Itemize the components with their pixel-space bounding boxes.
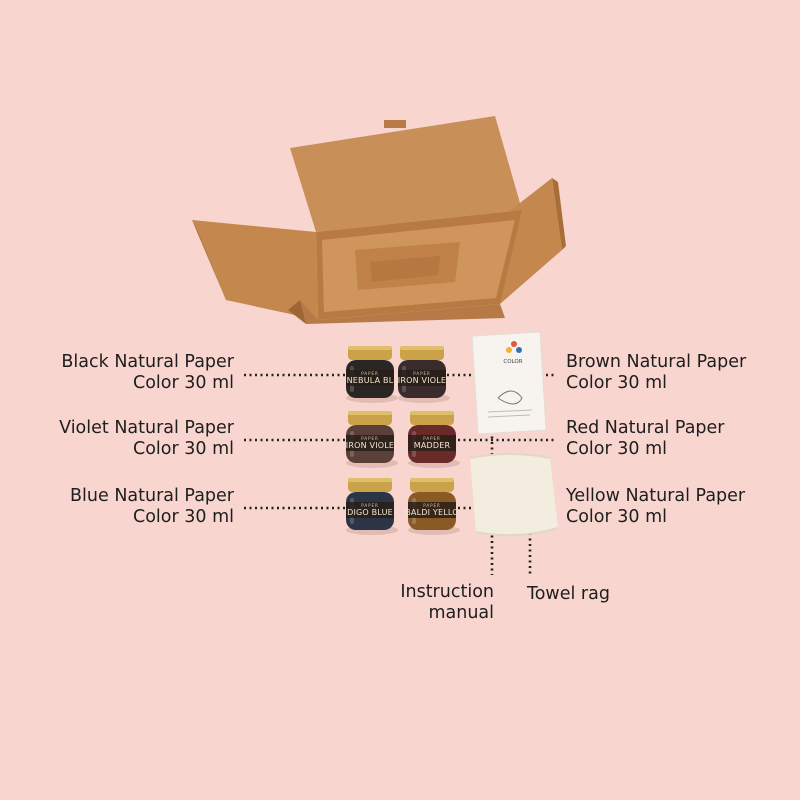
cardboard-box bbox=[192, 116, 566, 324]
jar-label-text: DIGO BLUE bbox=[347, 508, 393, 517]
label-violet-line1: Violet Natural Paper bbox=[59, 418, 234, 438]
label-manual-line2: manual bbox=[428, 603, 494, 623]
label-brown-line2: Color 30 ml bbox=[566, 373, 667, 393]
label-black: Black Natural Paper Color 30 ml bbox=[61, 352, 234, 394]
box-left-flap bbox=[192, 220, 318, 320]
label-yellow-line1: Yellow Natural Paper bbox=[566, 486, 746, 506]
label-red-line2: Color 30 ml bbox=[566, 439, 667, 459]
instruction-manual: COLOR bbox=[471, 331, 547, 435]
label-brown-line1: Brown Natural Paper bbox=[566, 352, 747, 372]
label-manual: Instruction manual bbox=[400, 582, 494, 624]
label-black-line1: Black Natural Paper bbox=[61, 352, 234, 372]
jar-brand-text: PAPER bbox=[423, 503, 441, 508]
jar-label-text: NEBULA BL bbox=[347, 376, 394, 385]
jar-label-text: IRON VIOLE bbox=[346, 441, 394, 450]
jar-brand-text: PAPER bbox=[361, 436, 379, 441]
box-back-lid bbox=[290, 116, 522, 232]
manual-logo: COLOR bbox=[503, 359, 522, 365]
label-red-line1: Red Natural Paper bbox=[566, 418, 725, 438]
towel-rag bbox=[469, 453, 559, 537]
jar-brand-text: PAPER bbox=[423, 436, 441, 441]
jar-brand-text: PAPER bbox=[361, 503, 379, 508]
jar-label-text: MADDER bbox=[414, 441, 451, 450]
label-blue: Blue Natural Paper Color 30 ml bbox=[70, 486, 234, 528]
label-yellow-line2: Color 30 ml bbox=[566, 507, 667, 527]
jar-brand-text: PAPER bbox=[413, 371, 431, 376]
label-violet-line2: Color 30 ml bbox=[133, 439, 234, 459]
label-violet: Violet Natural Paper Color 30 ml bbox=[59, 418, 234, 460]
box-right-flap bbox=[498, 178, 562, 304]
jar-label-text: BALDI YELLO bbox=[405, 508, 459, 517]
label-brown: Brown Natural Paper Color 30 ml bbox=[566, 352, 746, 394]
label-towel: Towel rag bbox=[527, 584, 610, 605]
label-manual-line1: Instruction bbox=[400, 582, 494, 602]
jar-brand-text: PAPER bbox=[361, 371, 379, 376]
label-red: Red Natural Paper Color 30 ml bbox=[566, 418, 724, 460]
label-towel-text: Towel rag bbox=[527, 584, 610, 604]
label-black-line2: Color 30 ml bbox=[133, 373, 234, 393]
label-blue-line1: Blue Natural Paper bbox=[70, 486, 234, 506]
label-yellow: Yellow Natural Paper Color 30 ml bbox=[566, 486, 745, 528]
label-blue-line2: Color 30 ml bbox=[133, 507, 234, 527]
jar-label-text: IRON VIOLE bbox=[398, 376, 446, 385]
